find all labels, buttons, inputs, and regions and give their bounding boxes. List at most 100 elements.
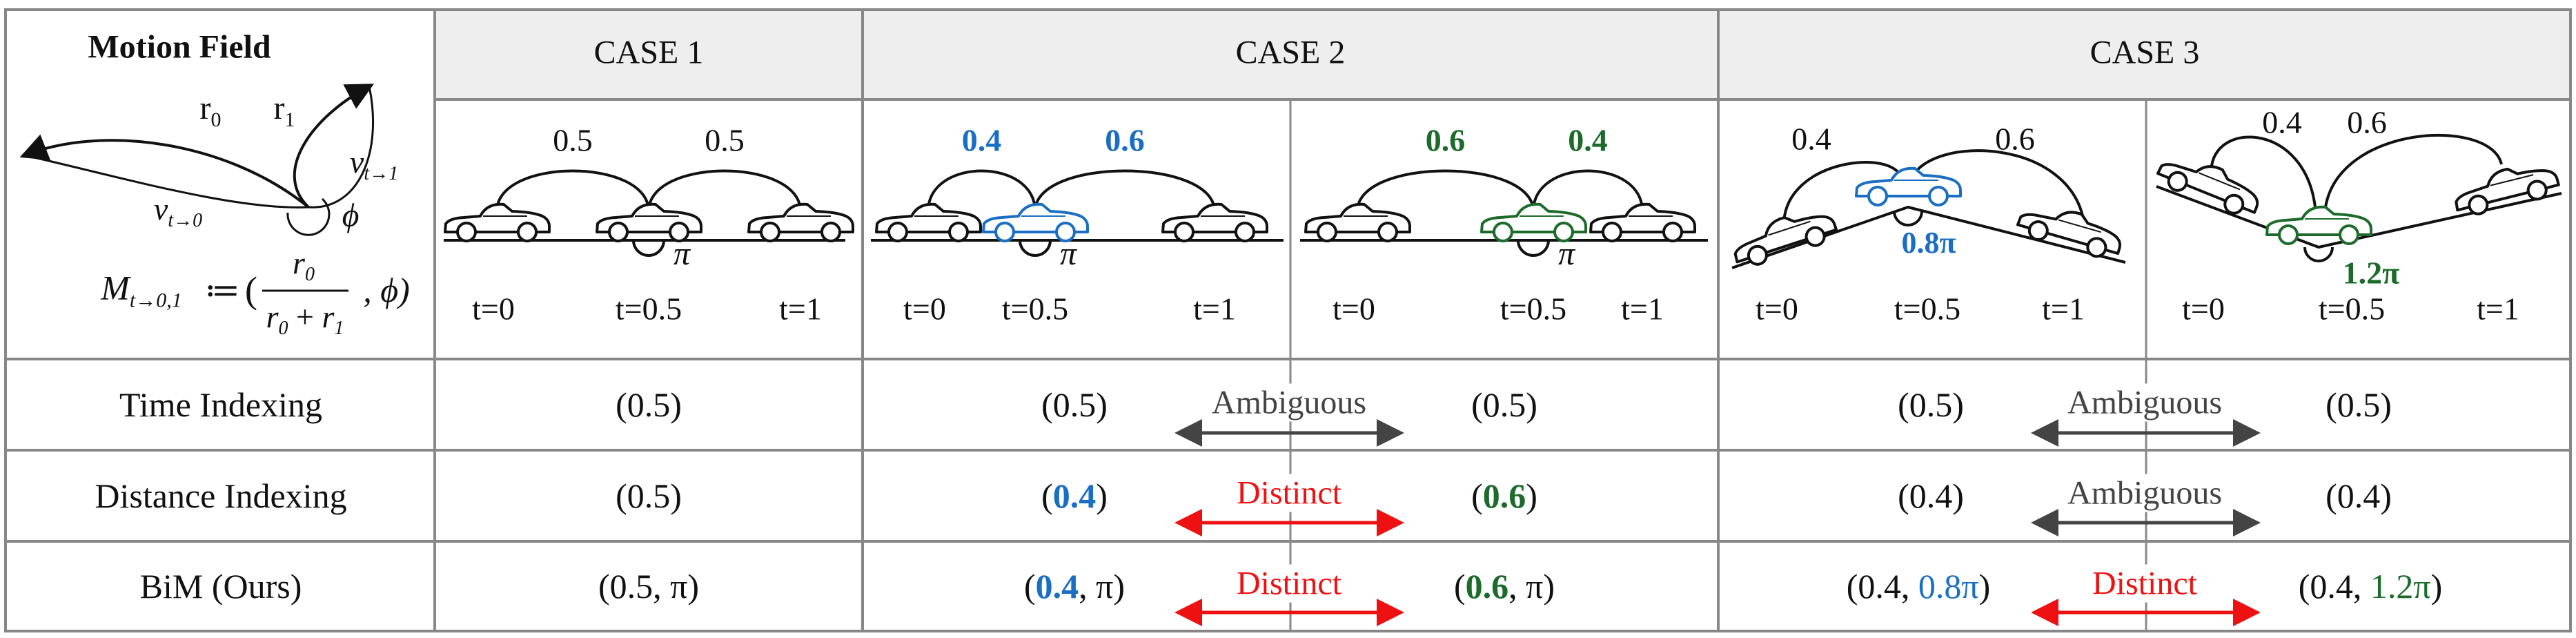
case3-left-time-label-0: t=0 — [1756, 291, 1798, 327]
case1-bim-value: (0.5, π) — [598, 567, 700, 606]
case3-right-angle-arc — [2303, 246, 2334, 262]
case2-right-time-label-05: t=0.5 — [1500, 291, 1566, 327]
case2-right-time-label-0: t=0 — [1333, 291, 1375, 327]
case2-left-angle-label: π — [1060, 235, 1078, 272]
header-row-background — [435, 10, 2570, 99]
case2-right-car-t0 — [1304, 202, 1411, 242]
case3-right-time-label-05: t=0.5 — [2319, 291, 2385, 327]
case2-time-left-value: (0.5) — [1041, 385, 1108, 424]
case2-left-weight-left: 0.4 — [962, 123, 1002, 158]
header-case-3: CASE 3 — [2090, 34, 2200, 71]
row-label-distance-indexing: Distance Indexing — [95, 476, 347, 515]
case3-right-car-t05 — [2265, 205, 2372, 245]
angle-phi-arc — [286, 197, 331, 236]
case2-left-car-t0 — [875, 202, 982, 242]
case3-left-car-t0 — [1733, 215, 1838, 266]
case3-right-arc-left — [2210, 135, 2317, 208]
case3-right-time-label-0: t=0 — [2182, 291, 2225, 327]
case2-right-angle-arc — [1517, 240, 1550, 257]
case2-left-car-t05 — [982, 202, 1089, 242]
case2-right-car-t1 — [1589, 202, 1696, 242]
case3-left-arc-left — [1782, 161, 1902, 223]
case2-distance-arrow-label: Distinct — [1235, 474, 1343, 512]
case3-right-weight-right: 0.6 — [2347, 105, 2387, 140]
case3-time-left-value: (0.5) — [1898, 385, 1964, 424]
phi-label: ϕ — [342, 197, 360, 234]
case2-time-right-value: (0.5) — [1471, 385, 1537, 424]
case3-time-arrow-label: Ambiguous — [2065, 383, 2224, 422]
case1-angle-arc — [632, 240, 665, 257]
case1-time-label-1: t=1 — [779, 291, 822, 327]
case1-time-label-05: t=0.5 — [616, 291, 682, 327]
vector-r1-arrow — [293, 84, 375, 209]
case2-distance-left-value: (0.4) — [1041, 476, 1108, 515]
case3-distance-right-value: (0.4) — [2326, 476, 2392, 515]
case2-left-arc-left — [927, 169, 1036, 212]
case2-left-time-label-05: t=0.5 — [1002, 291, 1068, 327]
case2-left-car-t1 — [1161, 202, 1268, 242]
case3-left-arc-right — [1910, 149, 2085, 223]
case3-distance-arrow-label: Ambiguous — [2065, 474, 2224, 512]
case3-right-car-t0 — [2156, 163, 2259, 215]
case3-left-angle-arc — [1893, 211, 1923, 226]
case3-bim-arrow-label: Distinct — [2091, 564, 2199, 603]
formula-fraction-bar — [262, 289, 348, 292]
formula-open-paren: ( — [245, 269, 257, 311]
header-case-2: CASE 2 — [1235, 34, 1346, 71]
case3-left-weight-right: 0.6 — [1995, 122, 2035, 157]
case2-left-angle-arc — [1019, 240, 1052, 257]
case2-left-time-label-1: t=1 — [1193, 291, 1236, 327]
case3-left-weight-left: 0.4 — [1791, 122, 1831, 157]
case3-bim-left-value: (0.4, 0.8π) — [1846, 567, 1991, 606]
case2-left-time-label-0: t=0 — [903, 291, 946, 327]
case2-left-weight-right: 0.6 — [1105, 123, 1145, 158]
formula-tail: , ϕ) — [363, 271, 410, 309]
case3-right-angle-label: 1.2π — [2343, 255, 2400, 291]
vector-r0-arrow — [19, 134, 310, 209]
v-next-label: vt→1 — [349, 144, 399, 185]
case2-right-arc-right — [1532, 169, 1644, 212]
case2-right-weight-left: 0.6 — [1426, 123, 1466, 158]
case2-right-weight-right: 0.4 — [1568, 123, 1608, 158]
case2-time-arrow-label: Ambiguous — [1210, 383, 1368, 422]
row-label-time-indexing: Time Indexing — [119, 385, 322, 424]
case1-time-value: (0.5) — [616, 385, 682, 424]
case1-angle-label: π — [674, 235, 691, 272]
case1-weight-right: 0.5 — [705, 123, 745, 158]
case2-right-angle-label: π — [1558, 235, 1576, 272]
case3-bim-right-value: (0.4, 1.2π) — [2298, 567, 2443, 606]
case2-bim-arrow-label: Distinct — [1235, 564, 1343, 603]
case3-left-time-label-1: t=1 — [2042, 291, 2085, 327]
vector-v-prev-curve — [24, 154, 309, 209]
case3-right-time-label-1: t=1 — [2477, 291, 2519, 327]
formula-assign: ≔ — [204, 271, 240, 309]
formula-denominator: r0 + r1 — [266, 298, 344, 340]
case2-bim-left-value: (0.4, π) — [1023, 567, 1125, 606]
formula-numerator: r0 — [293, 244, 315, 286]
case2-distance-right-value: (0.6) — [1471, 476, 1537, 515]
case1-car-t05 — [596, 202, 702, 242]
case1-time-label-0: t=0 — [472, 291, 515, 327]
case1-distance-value: (0.5) — [616, 476, 682, 515]
case1-arc-right — [647, 169, 802, 212]
case3-right-arc-right — [2324, 134, 2503, 208]
case3-right-weight-left: 0.4 — [2262, 105, 2302, 140]
case3-left-car-t05 — [1855, 166, 1962, 206]
r0-label: r0 — [199, 90, 222, 131]
v-prev-label: vt→0 — [153, 191, 203, 232]
case1-weight-left: 0.5 — [553, 123, 593, 158]
case3-time-right-value: (0.5) — [2326, 385, 2392, 424]
r1-label: r1 — [273, 90, 295, 131]
case1-arc-left — [495, 169, 650, 212]
case3-distance-left-value: (0.4) — [1898, 476, 1964, 515]
motion-field-vectors — [19, 84, 375, 236]
formula-lhs: Mt→0,1 — [101, 268, 182, 312]
case3-left-ground-line — [1731, 205, 2126, 269]
header-case-1: CASE 1 — [593, 34, 704, 71]
case3-right-car-t1 — [2455, 167, 2560, 215]
case2-bim-right-value: (0.6, π) — [1453, 567, 1555, 606]
